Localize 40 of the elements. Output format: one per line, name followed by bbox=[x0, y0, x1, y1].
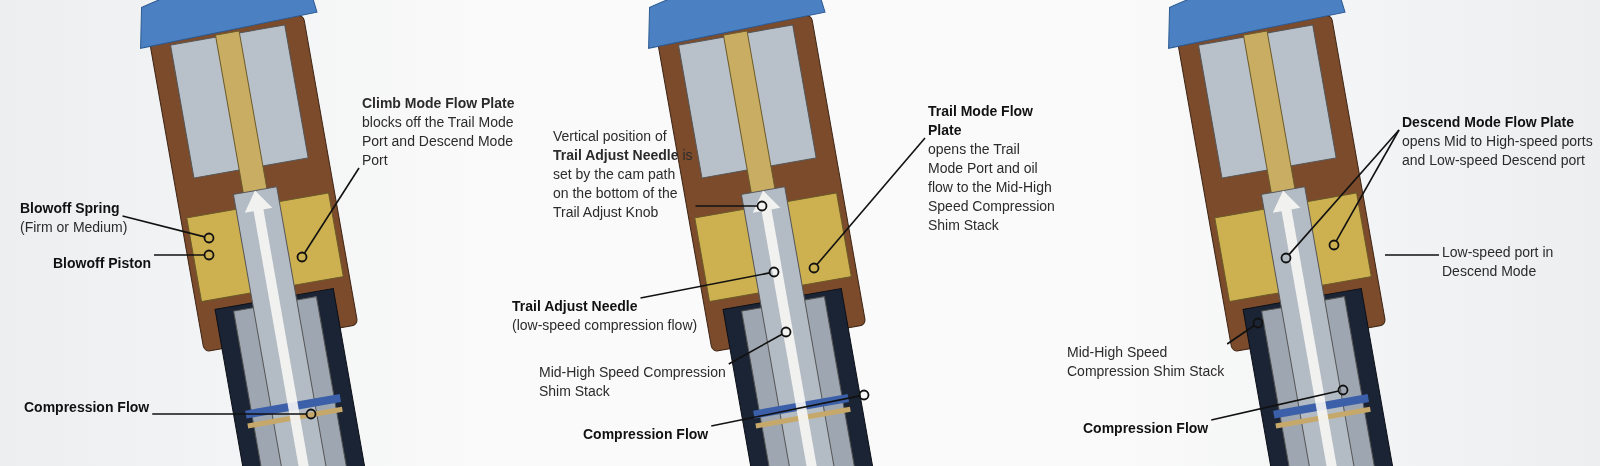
callout-description: (Firm or Medium) bbox=[20, 218, 129, 237]
callout-text: Compression Flow bbox=[1083, 419, 1213, 438]
leader-target-ring bbox=[305, 408, 317, 420]
callout-text: Compression Flow bbox=[24, 398, 174, 417]
leader-target-ring bbox=[756, 200, 768, 212]
leader-target-ring bbox=[768, 266, 780, 278]
callout-heading: Trail Mode Flow Plate bbox=[928, 102, 1034, 140]
leader-line bbox=[1335, 129, 1400, 242]
callout-text: Mid-High Speed Compression Shim Stack bbox=[1067, 343, 1252, 381]
leader-target-ring bbox=[780, 326, 792, 338]
callout-description: opens the Trail Mode Port and oil flow to the Mid-High Speed Compression Shim Stack bbox=[928, 140, 1056, 235]
leader-target-ring bbox=[1280, 252, 1292, 264]
callout-text: Vertical position of Trail Adjust Needle is set by the cam path on the bottom of the Trail Adjust Knob bbox=[553, 127, 693, 222]
callout-text: Low-speed port in Descend Mode bbox=[1442, 243, 1572, 281]
callout-description: (low-speed compression flow) bbox=[512, 316, 699, 335]
leader-target-ring bbox=[296, 251, 308, 263]
leader-target-ring bbox=[1252, 317, 1264, 329]
callout-heading: Blowoff Spring bbox=[20, 199, 121, 218]
leader-line bbox=[1288, 129, 1400, 256]
callout-heading: Trail Adjust Needle bbox=[512, 297, 639, 316]
leader-line bbox=[121, 215, 206, 238]
leader-line bbox=[153, 254, 206, 256]
leader-target-ring bbox=[203, 249, 215, 261]
leader-line bbox=[816, 137, 926, 266]
callout-text: Compression Flow bbox=[583, 425, 723, 444]
leader-target-ring bbox=[1337, 384, 1349, 396]
leader-line bbox=[727, 333, 783, 365]
callout-text: Climb Mode Flow Plate blocks off the Trail Mode Port and Descend Mode Port bbox=[362, 94, 522, 170]
callout-text: Blowoff Piston bbox=[41, 254, 151, 273]
leader-target-ring bbox=[203, 232, 215, 244]
leader-target-ring bbox=[858, 389, 870, 401]
callout-heading: Descend Mode Flow Plate bbox=[1402, 113, 1575, 132]
callout-text: Mid-High Speed Compression Shim Stack bbox=[539, 363, 729, 401]
leader-line bbox=[639, 272, 771, 299]
leader-target-ring bbox=[808, 262, 820, 274]
leader-line bbox=[303, 167, 360, 254]
callout-description: opens Mid to High-speed ports and Low-speed Descend port bbox=[1402, 132, 1594, 170]
leader-target-ring bbox=[1328, 239, 1340, 251]
leader-line bbox=[1226, 324, 1256, 345]
leader-line bbox=[1384, 254, 1440, 256]
